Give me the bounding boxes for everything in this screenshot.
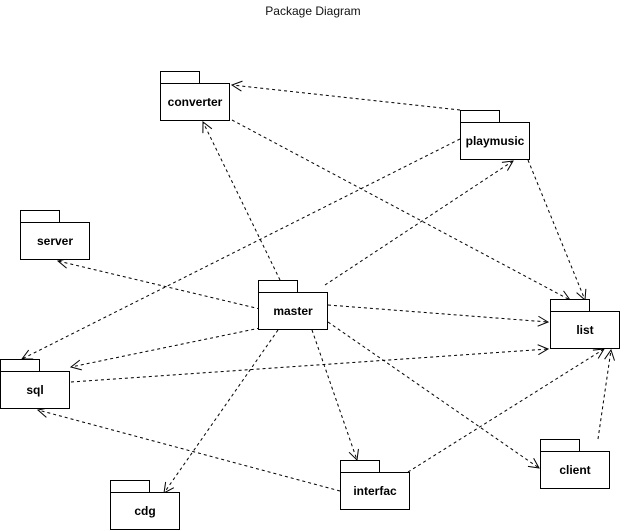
dependency-master-to-interfac: [311, 329, 357, 460]
dependency-master-to-cdg: [164, 329, 279, 493]
package-master[interactable]: master: [258, 292, 328, 330]
dependency-converter-to-list: [231, 119, 570, 300]
package-converter[interactable]: converter: [160, 83, 230, 121]
package-client[interactable]: client: [540, 451, 610, 489]
dependency-master-to-playmusic: [324, 161, 513, 286]
dependency-master-to-sql: [71, 327, 261, 367]
dependency-interfac-to-list: [407, 349, 604, 473]
diagram-title: Package Diagram: [265, 4, 361, 18]
package-sql[interactable]: sql: [0, 371, 70, 409]
dependency-master-to-server: [58, 261, 261, 310]
dependency-master-to-converter: [203, 122, 281, 281]
package-playmusic[interactable]: playmusic: [460, 122, 530, 160]
dependency-playmusic-to-sql: [22, 138, 461, 359]
dependency-playmusic-to-list: [527, 159, 585, 300]
package-interfac[interactable]: interfac: [340, 472, 410, 510]
dependency-master-to-client: [327, 321, 539, 468]
dependency-sql-to-list: [70, 349, 548, 383]
package-cdg[interactable]: cdg: [110, 492, 180, 530]
dependency-client-to-list: [597, 350, 611, 440]
dependency-interfac-to-sql: [38, 410, 341, 492]
dependency-master-to-list: [327, 304, 548, 322]
package-list[interactable]: list: [550, 311, 620, 349]
dependency-playmusic-to-converter: [232, 85, 461, 111]
package-server[interactable]: server: [20, 222, 90, 260]
